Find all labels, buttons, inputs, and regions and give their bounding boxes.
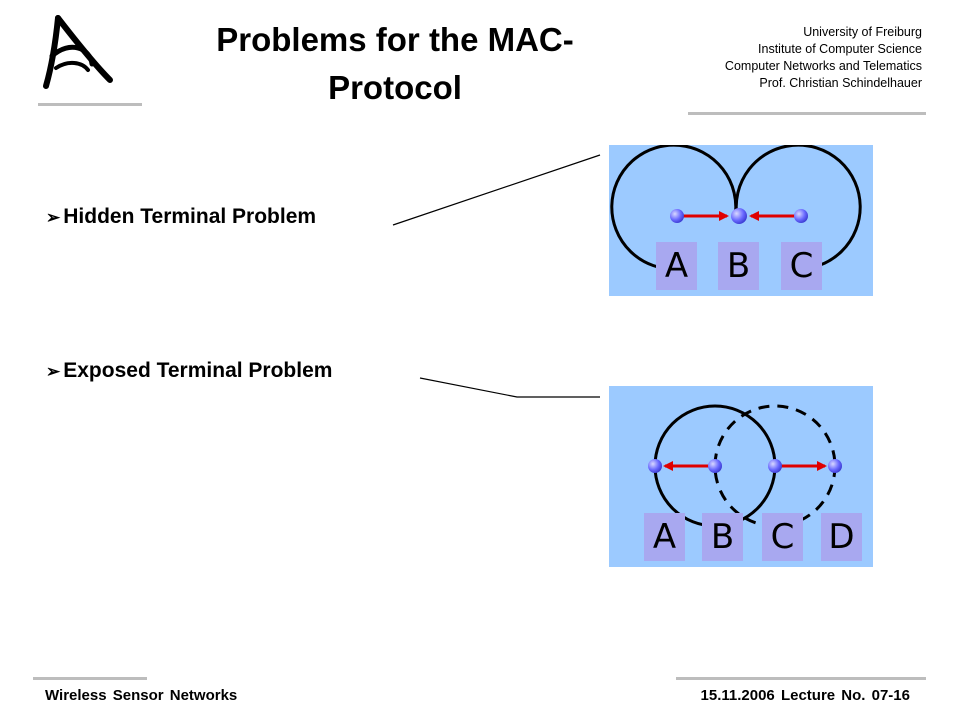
institute-line-department: Computer Networks and Telematics	[724, 59, 922, 73]
institute-line-university: University of Freiburg	[803, 25, 922, 39]
title-line-2: Protocol	[328, 69, 462, 106]
label-node-c: C	[781, 242, 822, 290]
connector-exposed	[419, 377, 600, 398]
node-c	[794, 209, 808, 223]
title-line-1: Problems for the MAC-	[216, 21, 574, 58]
university-logo	[38, 15, 142, 106]
connector-hidden	[392, 154, 601, 226]
bullet-arrow-icon: ➢	[46, 362, 61, 381]
range-circle-a	[610, 145, 738, 271]
header-divider	[688, 112, 926, 115]
node-b	[731, 208, 747, 224]
bullet-exposed-terminal: ➢Exposed Terminal Problem	[46, 359, 332, 384]
label-node-b: B	[702, 513, 743, 561]
footer-course-name: Wireless Sensor Networks	[45, 687, 238, 704]
node-a	[648, 459, 662, 473]
label-node-a: A	[644, 513, 685, 561]
label-node-a: A	[656, 242, 697, 290]
label-node-d: D	[821, 513, 862, 561]
footer-divider-right	[676, 677, 926, 680]
footer-lecture-info: 15.11.2006 Lecture No. 07-16	[700, 687, 910, 704]
institute-info: University of Freiburg Institute of Comp…	[592, 24, 922, 92]
bullet-hidden-terminal: ➢Hidden Terminal Problem	[46, 205, 316, 230]
hidden-terminal-diagram: A B C	[609, 145, 873, 296]
node-d	[828, 459, 842, 473]
bullet-arrow-icon: ➢	[46, 208, 61, 227]
exposed-diagram-svg	[648, 404, 842, 528]
label-node-b: B	[718, 242, 759, 290]
node-b	[708, 459, 722, 473]
label-node-c: C	[762, 513, 803, 561]
bullet-exposed-text: Exposed Terminal Problem	[63, 359, 333, 382]
exposed-terminal-diagram: A B C D	[609, 386, 873, 567]
footer-divider-left	[33, 677, 147, 680]
page-title: Problems for the MAC- Protocol	[185, 16, 605, 112]
institute-line-professor: Prof. Christian Schindelhauer	[759, 76, 922, 90]
node-a	[670, 209, 684, 223]
bullet-hidden-text: Hidden Terminal Problem	[63, 205, 317, 228]
range-circle-c	[734, 145, 862, 271]
institute-line-institute: Institute of Computer Science	[758, 42, 922, 56]
node-c	[768, 459, 782, 473]
hidden-diagram-svg	[610, 145, 862, 271]
